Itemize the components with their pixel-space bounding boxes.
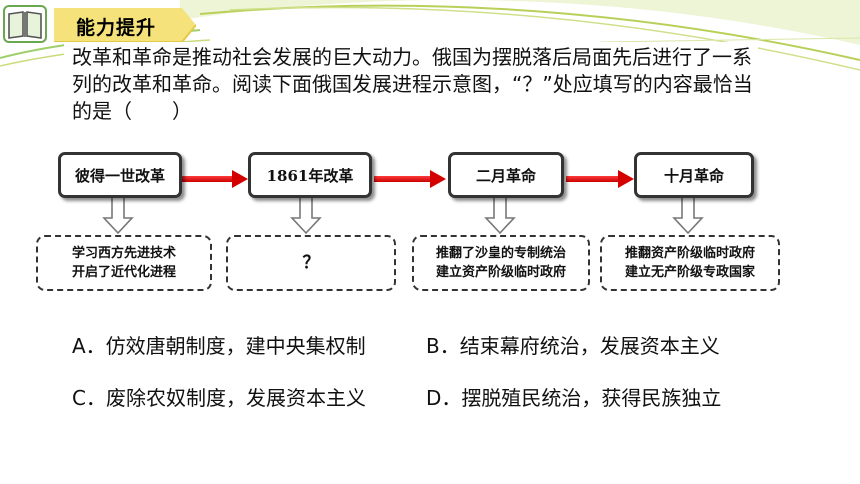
result-october-revolution: 推翻资产阶级临时政府 建立无产阶级专政国家 — [600, 235, 780, 291]
section-banner: 能力提升 — [54, 8, 196, 42]
option-b[interactable]: B．结束幕府统治，发展资本主义 — [426, 334, 720, 358]
russia-development-diagram: 彼得一世改革 1861年改革 二月革命 十月革命 学习西方先进技术 开启了近代化… — [0, 140, 860, 300]
question-text: 改革和革命是推动社会发展的巨大动力。俄国为摆脱落后局面先后进行了一系列的改革和革… — [72, 45, 753, 123]
down-arrow-2 — [290, 195, 322, 235]
diagram-arrows — [102, 170, 704, 235]
down-arrow-3 — [484, 195, 516, 235]
down-arrow-4 — [672, 195, 704, 235]
book-icon — [3, 5, 47, 43]
down-arrow-1 — [102, 195, 134, 235]
answer-options: A．仿效唐朝制度，建中央集权制 B．结束幕府统治，发展资本主义 C．废除农奴制度… — [64, 318, 758, 410]
step-1861-reform: 1861年改革 — [248, 152, 372, 198]
result-line: 推翻了沙皇的专制统治 — [435, 246, 566, 261]
red-arrow-3 — [566, 170, 634, 188]
option-a[interactable]: A．仿效唐朝制度，建中央集权制 — [72, 334, 366, 358]
question-panel: 改革和革命是推动社会发展的巨大动力。俄国为摆脱落后局面先后进行了一系列的改革和革… — [64, 42, 758, 136]
result-line: 开启了近代化进程 — [71, 265, 176, 280]
result-line: 学习西方先进技术 — [71, 246, 176, 261]
result-line: 建立无产阶级专政国家 — [624, 265, 755, 280]
red-arrow-1 — [182, 170, 248, 188]
result-question-mark: ？ — [226, 235, 396, 291]
result-line: ？ — [302, 252, 320, 273]
result-february-revolution: 推翻了沙皇的专制统治 建立资产阶级临时政府 — [412, 235, 590, 291]
option-c[interactable]: C．废除农奴制度，发展资本主义 — [72, 386, 366, 410]
section-title: 能力提升 — [76, 17, 157, 39]
result-peter-reform: 学习西方先进技术 开启了近代化进程 — [36, 235, 212, 291]
result-line: 建立资产阶级临时政府 — [435, 265, 566, 280]
red-arrow-2 — [374, 170, 446, 188]
step-october-revolution: 十月革命 — [634, 152, 754, 198]
step-peter-reform: 彼得一世改革 — [58, 152, 182, 198]
step-february-revolution: 二月革命 — [448, 152, 564, 198]
result-line: 推翻资产阶级临时政府 — [624, 246, 755, 261]
option-d[interactable]: D．摆脱殖民统治，获得民族独立 — [426, 386, 722, 410]
